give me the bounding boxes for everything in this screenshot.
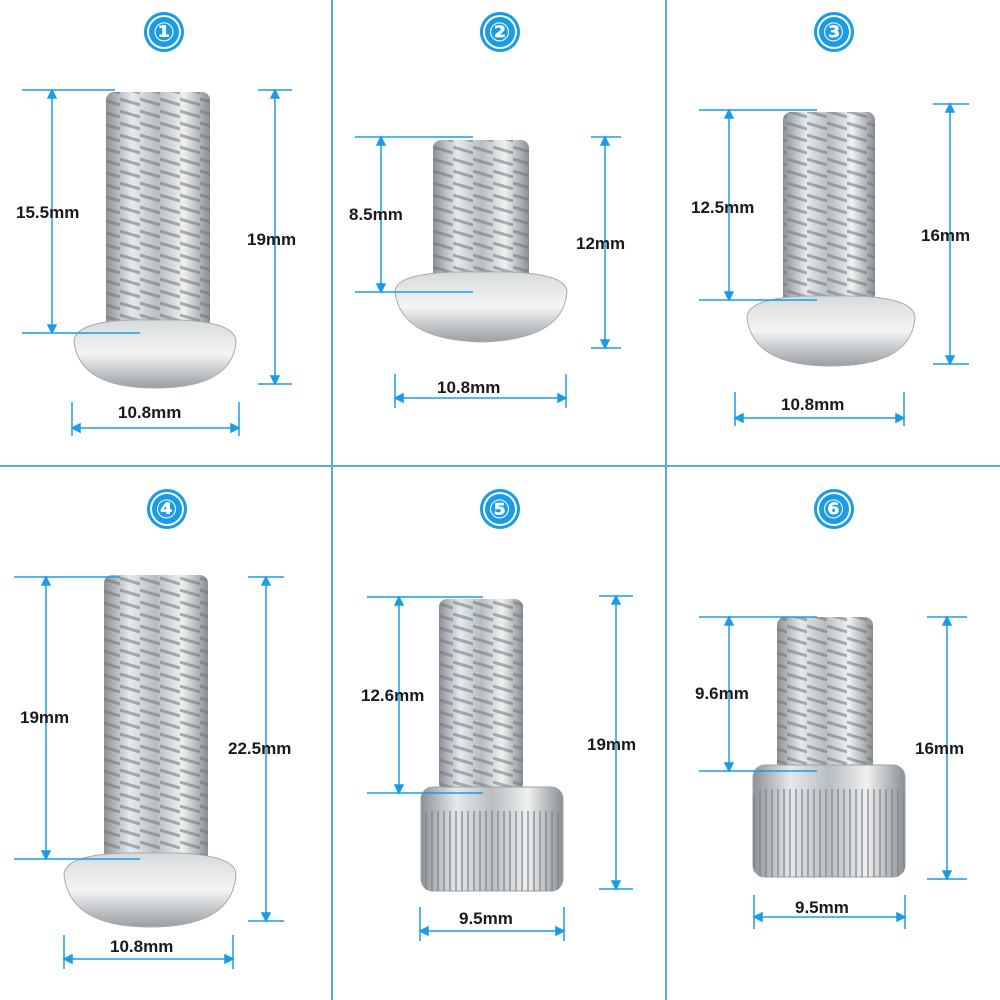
vertical-divider-right [665,0,667,1000]
panel-2: ② 8.5mm 12mm 10.8mm [333,0,666,466]
thread-length-label: 19mm [20,708,70,727]
panel-number-badge: ② [479,12,520,52]
panel-number-badge: ⑥ [813,489,854,529]
screw-2-illustration [355,135,621,408]
thread-length-label: 15.5mm [16,203,80,222]
total-length-label: 12mm [576,234,626,253]
head-diameter-label: 9.5mm [459,909,513,928]
head-diameter-label: 10.8mm [437,378,501,397]
horizontal-divider [0,465,1000,467]
vertical-divider-left [331,0,333,1000]
screw-5-illustration [367,594,633,941]
panel-number-badge: ⑤ [479,489,520,529]
panel-5: ⑤ 12.6mm 19mm 9.5mm [333,467,666,1000]
screw-4-illustration [14,575,284,969]
screw-6-illustration [699,615,967,929]
thread-length-label: 9.6mm [695,684,749,703]
thread-length-label: 8.5mm [349,205,403,224]
panel-number-badge: ④ [146,489,187,529]
panel-3: ③ 12.5mm 16mm 10.8mm [667,0,1000,466]
total-length-label: 19mm [247,230,297,249]
thread-length-label: 12.5mm [691,198,755,217]
screw-1-illustration [22,88,292,436]
total-length-label: 16mm [921,226,971,245]
panel-1: ① [0,0,333,466]
screw-3-illustration [699,102,969,426]
head-diameter-label: 9.5mm [795,898,849,917]
panel-number-badge: ③ [813,12,854,52]
head-diameter-label: 10.8mm [781,395,845,414]
total-length-label: 19mm [587,735,637,754]
head-diameter-label: 10.8mm [110,937,174,956]
panel-4: ④ 19mm 22.5mm 10.8mm [0,467,333,1000]
panel-number-badge: ① [144,12,184,52]
head-diameter-label: 10.8mm [118,403,182,422]
thread-length-label: 12.6mm [361,686,425,705]
total-length-label: 22.5mm [228,739,292,758]
total-length-label: 16mm [915,739,965,758]
panel-6: ⑥ 9.6mm 16mm 9.5mm [667,467,1000,1000]
